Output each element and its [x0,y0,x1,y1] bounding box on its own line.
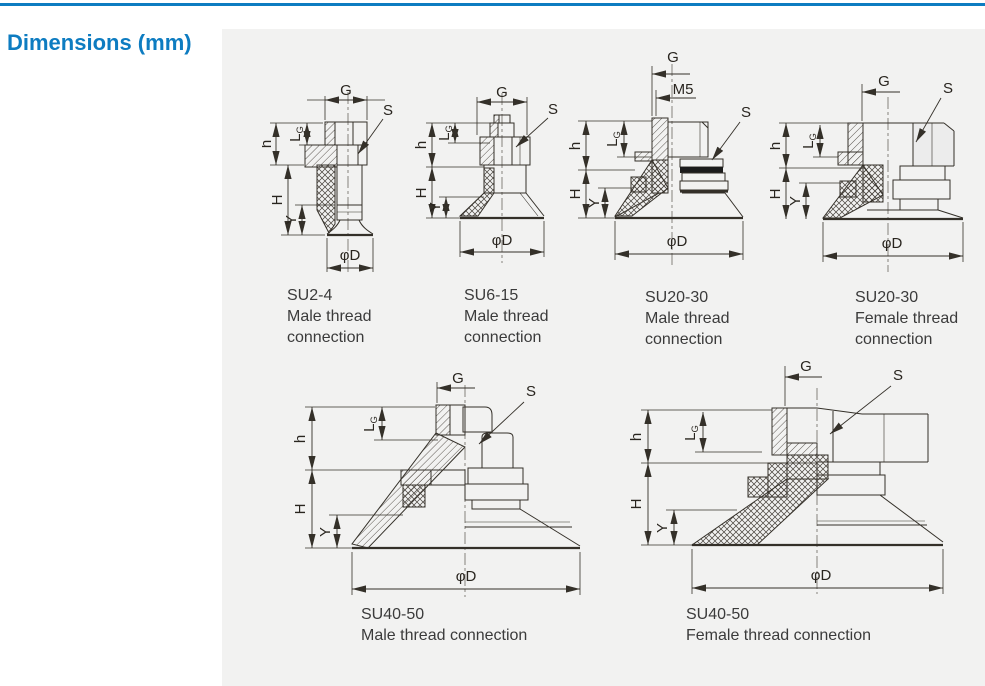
dimension-annotations: G S h H LG Y φD [770,73,964,262]
dim-label-g: G [878,73,890,90]
dim-label-lg: LG [682,425,701,441]
dim-label-lg: LG [800,133,819,149]
dim-label-lg: LG [436,125,455,141]
dim-label-l-sub: G [808,133,819,140]
dim-label-l-sub: G [690,425,701,432]
figure-desc-line: Male thread [287,308,372,325]
dim-label-g: G [452,373,464,387]
dimension-annotations: G M5 S h H LG Y φD [567,49,751,260]
figure-desc-line: Female thread connection [686,627,871,644]
body-geometry [304,121,374,237]
dim-label-g: G [667,49,679,66]
dim-label-H: H [413,188,430,199]
figure-desc-line: connection [855,331,933,348]
top-divider [0,3,985,6]
figure-caption-su20-30-male: SU20-30 Male thread connection [645,287,730,350]
body-geometry [351,404,581,550]
dim-label-lg: LG [604,131,623,147]
dim-label-phid: φD [456,568,477,585]
dim-label-s: S [526,383,536,400]
dim-label-l: L [800,141,817,149]
drawing-su2-4-male: G S h LG H Y φD [262,82,393,274]
dim-label-H: H [292,504,309,515]
dim-label-h: h [413,141,430,149]
dim-label-phid: φD [811,567,832,584]
dim-label-l: L [436,133,453,141]
dimension-annotations: G S h H LG Y φD [292,373,581,595]
dim-label-lg: LG [287,126,306,142]
drawing-su40-50-male: G S h H LG Y φD [292,373,581,597]
figure-desc-line: Male thread [464,308,549,325]
dim-label-phid: φD [882,235,903,252]
dim-label-y: Y [586,198,603,208]
figure-desc-line: connection [464,329,542,346]
dim-label-s: S [893,367,903,384]
dim-label-l-sub: G [295,126,306,133]
body-geometry [690,407,944,547]
dim-label-l-sub: G [369,416,380,423]
dim-label-h: h [292,435,309,443]
figure-caption-su20-30-female: SU20-30 Female thread connection [855,287,958,350]
drawing-su20-30-male: G M5 S h H LG Y φD [567,49,751,266]
dimension-annotations: G S h LG H Y φD [413,85,558,257]
dim-label-s: S [943,80,953,97]
dimension-annotations: G S h LG H Y φD [262,82,393,272]
figure-caption-su40-50-female: SU40-50 Female thread connection [686,604,871,646]
figure-desc-line: connection [645,331,723,348]
figure-model: SU20-30 [855,289,919,306]
body-geometry [614,117,744,220]
dim-label-y: Y [317,527,334,537]
page-title: Dimensions (mm) [7,30,192,55]
dim-label-H: H [269,195,286,206]
dim-label-H: H [567,189,584,200]
dim-label-phid: φD [340,247,361,264]
dim-label-s: S [741,104,751,121]
dim-label-g: G [800,358,812,375]
dim-label-g: G [340,82,352,99]
dim-label-s: S [383,102,393,119]
drawing-su40-50-female: G S h H LG Y φD [628,358,944,594]
figure-desc-line: connection [287,329,365,346]
dim-label-H: H [770,189,784,200]
dim-label-y: Y [427,202,444,212]
dim-label-y: Y [787,196,804,206]
figure-desc-line: Male thread [645,310,730,327]
dim-label-y: Y [654,523,671,533]
dim-label-h: h [628,433,645,441]
dim-label-l: L [604,139,621,147]
dim-label-l-sub: G [444,125,455,132]
drawing-su6-15-male: G S h LG H Y φD [413,85,558,263]
dim-label-s: S [548,101,558,118]
dim-label-h: h [770,142,784,150]
body-geometry [458,114,545,220]
dim-label-h: h [262,140,275,148]
dimension-annotations: G S h H LG Y φD [628,358,944,594]
dim-label-y: Y [283,215,300,225]
dim-label-phid: φD [492,232,513,249]
figure-model: SU20-30 [645,289,709,306]
dim-label-l: L [682,433,699,441]
drawing-su20-30-female: G S h H LG Y φD [770,73,964,272]
figure-caption-su40-50-male: SU40-50 Male thread connection [361,604,527,646]
dim-label-l: L [361,424,378,432]
figure-model: SU6-15 [464,287,519,304]
dim-label-l-sub: G [612,131,623,138]
figure-model: SU2-4 [287,287,333,304]
dim-label-l: L [287,134,304,142]
dim-label-m5: M5 [673,81,694,98]
figure-model: SU40-50 [361,606,425,623]
figure-model: SU40-50 [686,606,750,623]
figure-desc-line: Female thread [855,310,959,327]
figure-caption-su6-15: SU6-15 Male thread connection [464,285,549,348]
dim-label-phid: φD [667,233,688,250]
figure-desc-line: Male thread connection [361,627,528,644]
dim-label-g: G [496,85,508,101]
dim-label-h: h [567,142,584,150]
dim-label-lg: LG [361,416,380,432]
figure-caption-su2-4: SU2-4 Male thread connection [287,285,372,348]
body-geometry [821,122,964,221]
dim-label-H: H [628,499,645,510]
